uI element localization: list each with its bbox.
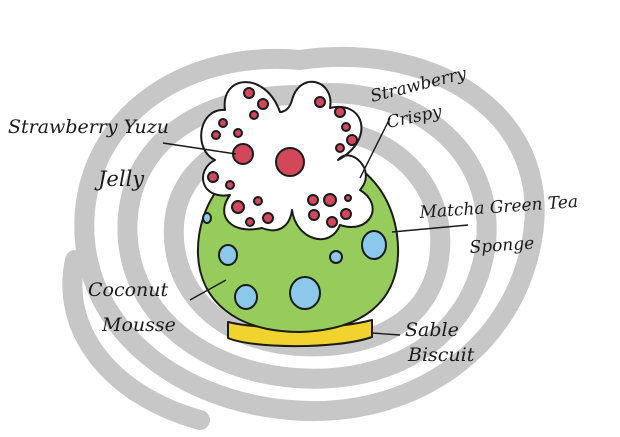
label-sable-biscuit-line1: Sable bbox=[405, 319, 459, 341]
jelly-dot bbox=[234, 129, 242, 137]
jelly-dot bbox=[342, 123, 350, 131]
jelly-dot bbox=[324, 194, 336, 206]
jelly-dot bbox=[336, 144, 344, 152]
jelly-dot bbox=[341, 209, 351, 219]
jelly-dot bbox=[212, 131, 220, 139]
jelly-dot bbox=[315, 97, 325, 107]
jelly-center bbox=[276, 148, 304, 176]
jelly-dot bbox=[250, 111, 258, 119]
label-sable-biscuit-line2: Biscuit bbox=[407, 344, 475, 366]
jelly-dot bbox=[208, 172, 218, 182]
jelly-dot bbox=[226, 181, 234, 189]
jelly-dot bbox=[263, 213, 273, 223]
jelly-dot bbox=[347, 135, 357, 145]
jelly-dot bbox=[254, 197, 262, 205]
jelly-dot bbox=[246, 218, 254, 226]
mousse-dot bbox=[219, 245, 237, 265]
label-matcha-sponge-line1: Matcha Green Tea bbox=[418, 192, 579, 223]
mousse-dot bbox=[235, 285, 257, 309]
jelly-dot bbox=[308, 195, 318, 205]
jelly-dot bbox=[232, 201, 244, 213]
jelly-dot bbox=[258, 99, 268, 109]
jelly-dot bbox=[244, 88, 254, 98]
label-strawberry-yuzu-jelly-line1: Strawberry Yuzu bbox=[8, 116, 169, 138]
mousse-dot bbox=[290, 277, 320, 309]
mousse-dot bbox=[362, 231, 386, 259]
jelly-dot bbox=[219, 119, 227, 127]
label-coconut-mousse-line2: Mousse bbox=[101, 314, 176, 336]
jelly-dot bbox=[327, 217, 337, 227]
label-strawberry-yuzu-jelly-line2: Jelly bbox=[94, 167, 145, 191]
jelly-dot bbox=[309, 210, 319, 220]
mousse-dot bbox=[330, 251, 342, 263]
mousse-dot bbox=[203, 213, 211, 223]
label-coconut-mousse-line1: Coconut bbox=[88, 279, 169, 301]
jelly-dot bbox=[345, 195, 351, 201]
jelly-dot bbox=[335, 107, 345, 117]
